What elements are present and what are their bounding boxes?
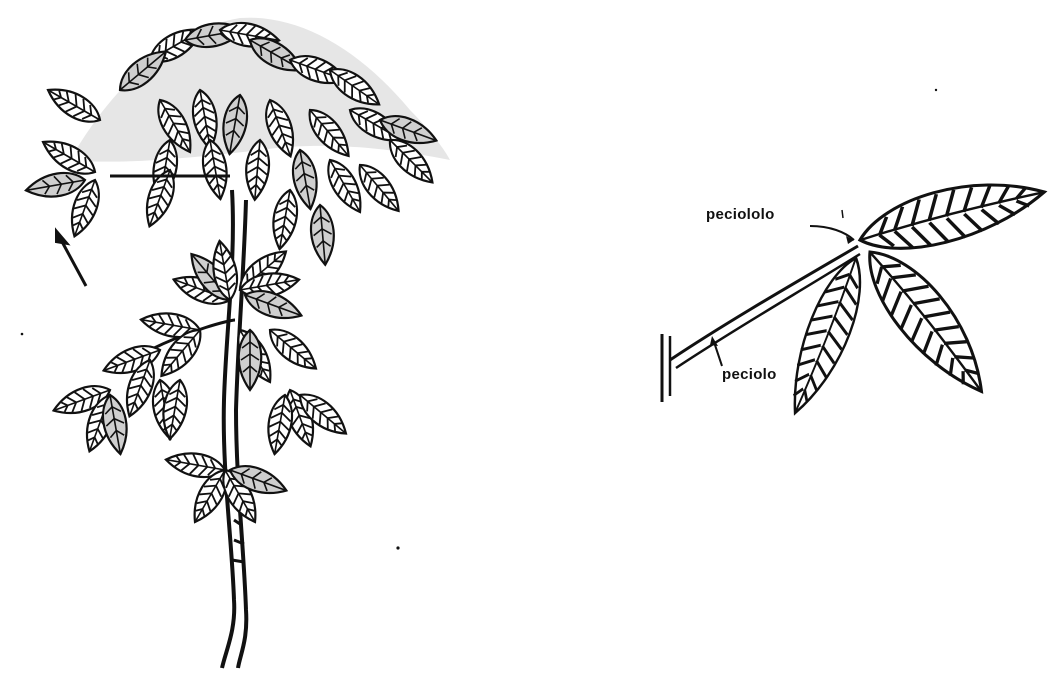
petiolule-label: peciololo [706,206,775,223]
petiole-label: peciolo [722,366,777,383]
